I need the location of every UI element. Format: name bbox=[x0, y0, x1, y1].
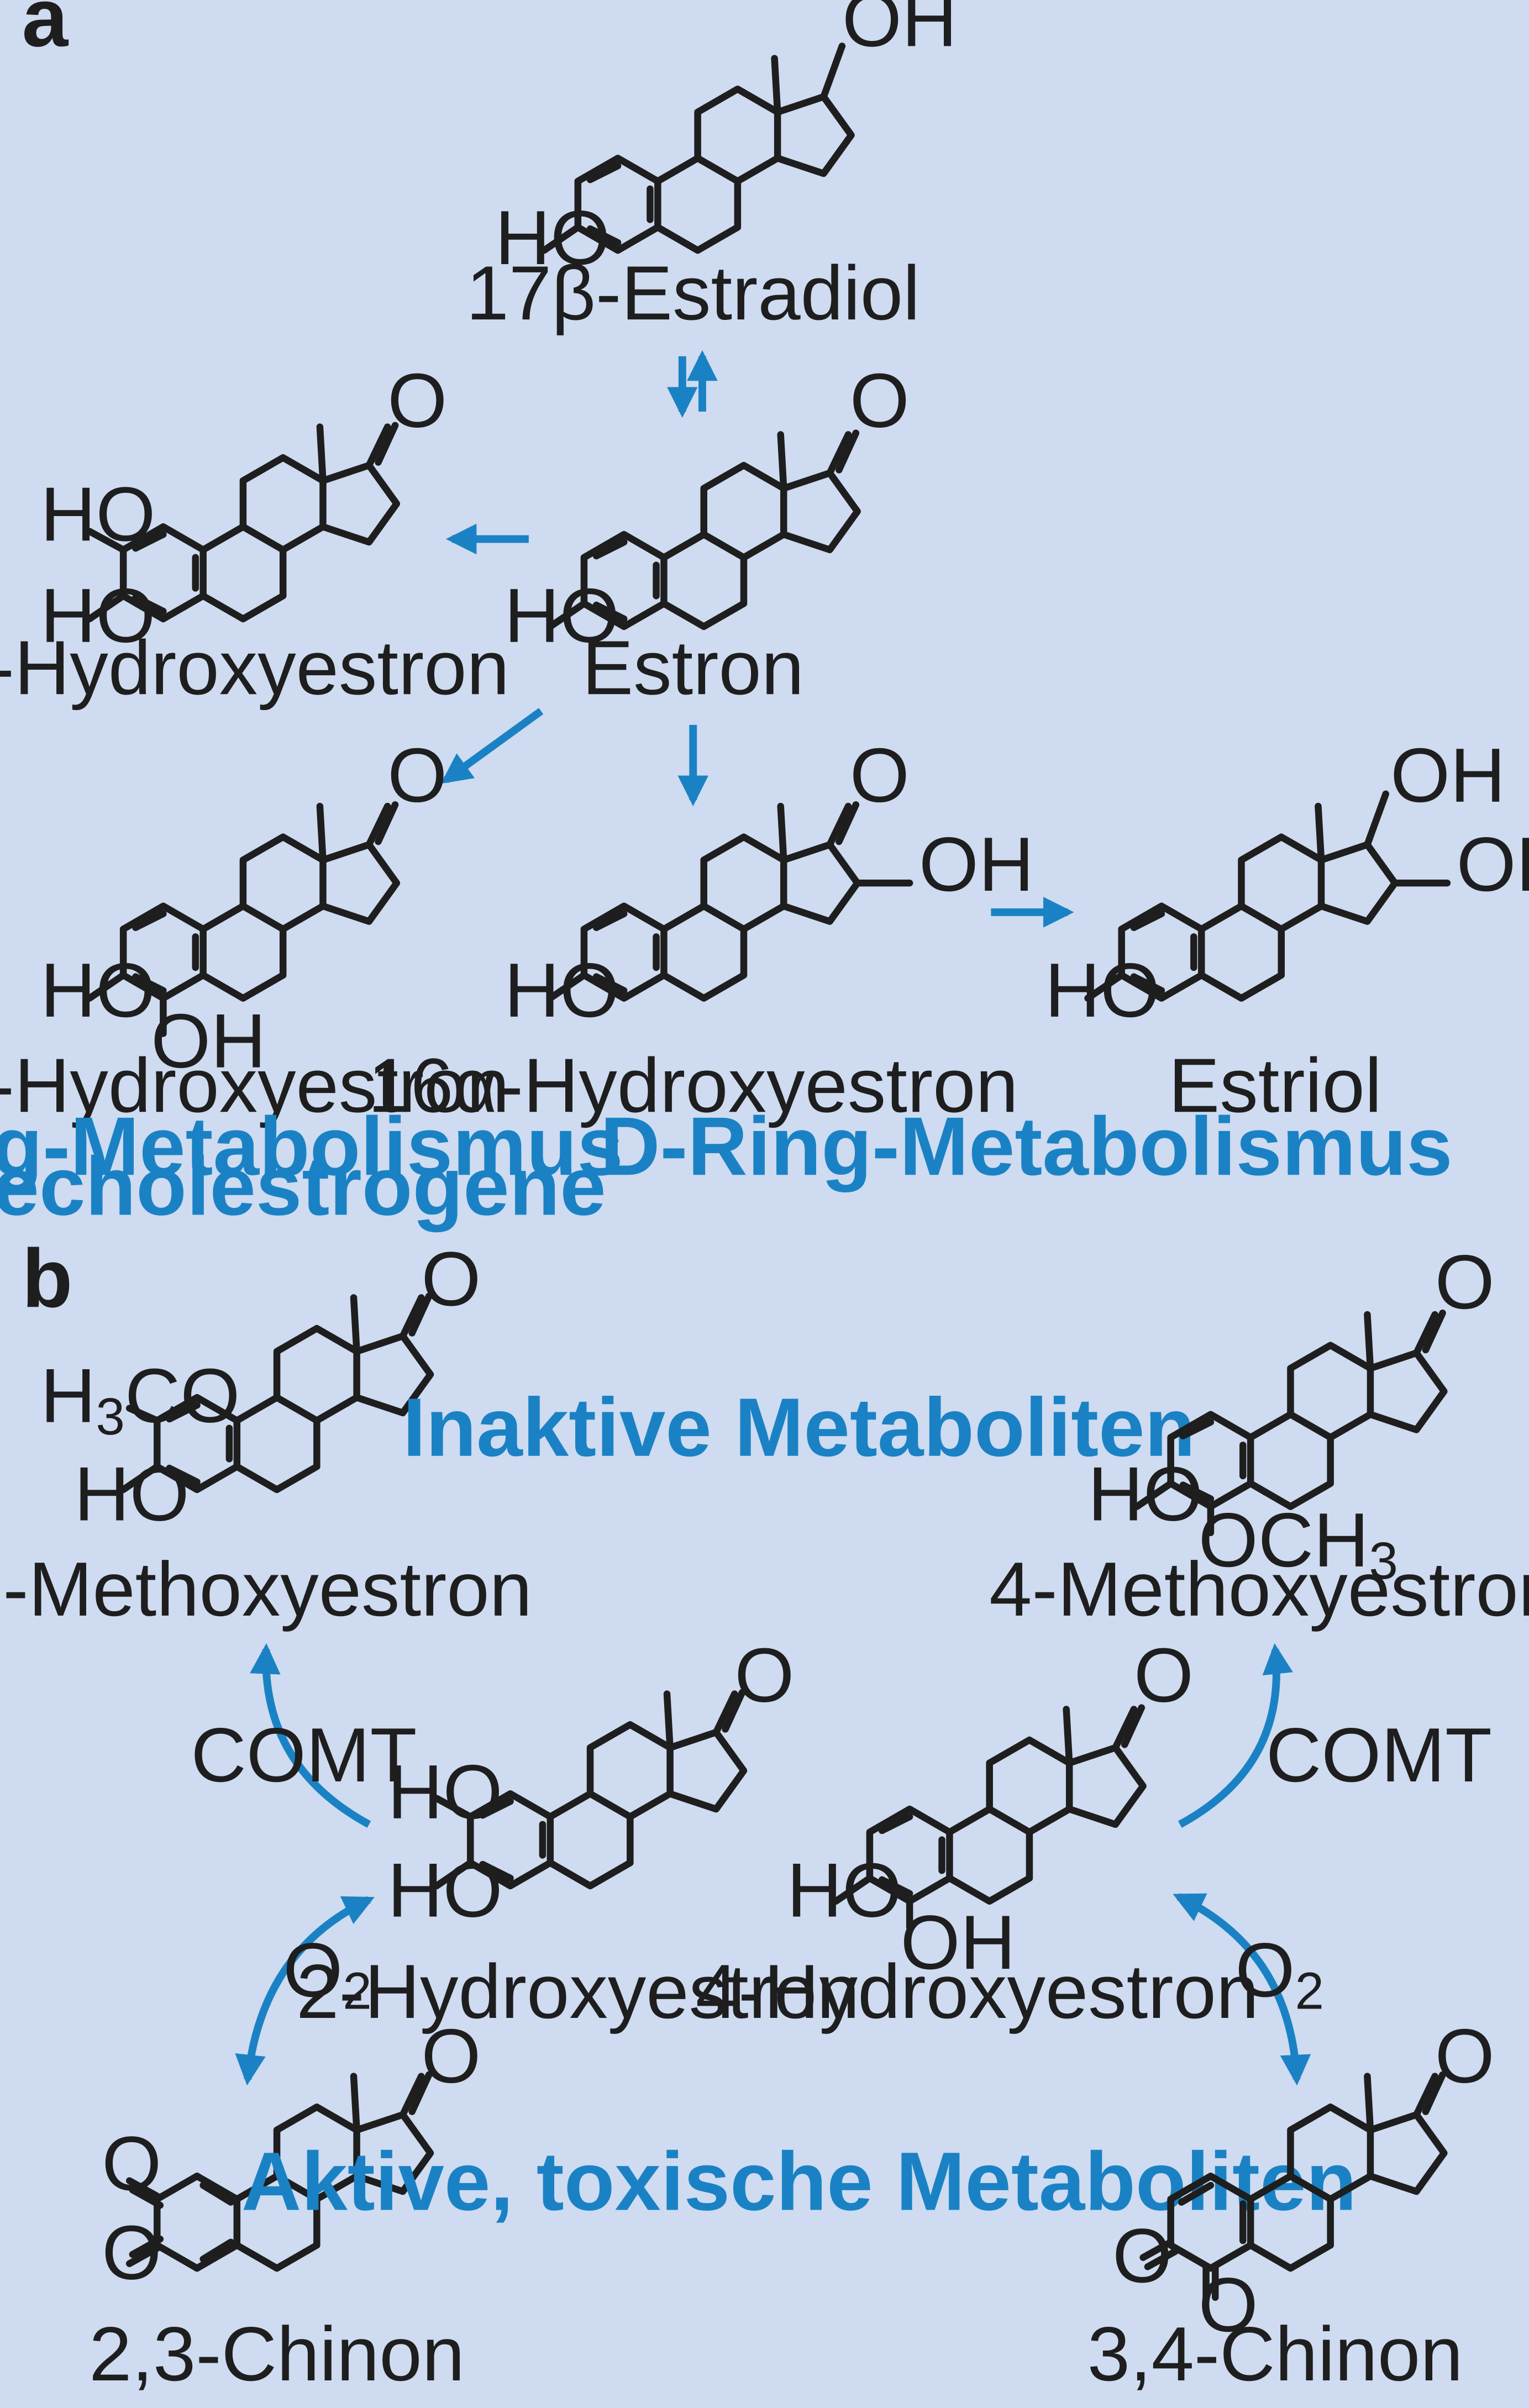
hydroxy4-a-oh: OH bbox=[151, 998, 266, 1084]
chinon23-o-top: O bbox=[102, 2121, 161, 2206]
hydroxy16-label: 16α-Hydroxyestron bbox=[368, 1043, 1018, 1128]
hydroxy4-b-oh: OH bbox=[900, 1900, 1015, 1985]
estron-structure bbox=[547, 429, 858, 630]
hydroxy16-oh: OH bbox=[919, 822, 1034, 907]
comt-left-label: COMT bbox=[191, 1712, 417, 1798]
d-ring-title: D-Ring-Metabolismus bbox=[600, 1100, 1452, 1192]
hydroxy2-b-ho-bottom: HO bbox=[387, 1848, 502, 1933]
hydroxy2-b-o: O bbox=[734, 1633, 794, 1718]
o2-arrow-left bbox=[235, 1896, 375, 2086]
estriol-oh-17: OH bbox=[1390, 733, 1505, 818]
hydroxy2-a-o: O bbox=[387, 358, 447, 444]
hydroxy2-a-ho-bottom: HO bbox=[40, 573, 155, 659]
hydroxy16-structure bbox=[547, 801, 913, 1002]
estriol-oh-16: OH bbox=[1457, 822, 1529, 907]
estradiol-structure bbox=[540, 43, 852, 254]
methoxy4-sub3: 3 bbox=[1369, 1532, 1398, 1590]
chinon23-o-17: O bbox=[421, 2013, 481, 2099]
comt-arrow-left bbox=[250, 1643, 371, 1828]
a-ring-title-line1: A-Ring-Metabolismus bbox=[0, 1100, 623, 1192]
panel-a-label: a bbox=[22, 0, 69, 64]
comt-right-label: COMT bbox=[1266, 1712, 1492, 1798]
hydroxy2-b-label: 2-Hydroxyestron bbox=[296, 1949, 859, 2034]
hydroxy4-a-ho: HO bbox=[40, 948, 155, 1033]
methoxy2-label: 2-Methoxyestron bbox=[0, 1547, 532, 1632]
inactive-title: Inaktive Metaboliten bbox=[403, 1381, 1195, 1474]
estradiol-ho: HO bbox=[495, 195, 610, 281]
hydroxy2-b-ho-top: HO bbox=[387, 1749, 502, 1835]
o2-right-o: O bbox=[1235, 1927, 1295, 2013]
methoxy2-structure bbox=[119, 1292, 430, 1494]
o2-left-label: O2 bbox=[283, 1927, 372, 2020]
panel-b-label: b bbox=[22, 1232, 73, 1324]
estron-ho: HO bbox=[504, 573, 619, 659]
hydroxy2-a-ho-top: HO bbox=[40, 471, 155, 557]
estradiol-oh: OH bbox=[842, 0, 957, 62]
hydroxy4-b-structure bbox=[832, 1704, 1143, 1931]
hydroxy4-b-o: O bbox=[1134, 1633, 1194, 1718]
hydroxy16-o: O bbox=[850, 733, 910, 818]
methoxy2-h: H bbox=[40, 1353, 96, 1439]
chinon34-o-3: O bbox=[1112, 2213, 1172, 2299]
estriol-ho: HO bbox=[1045, 948, 1160, 1033]
chinon34-label: 3,4-Chinon bbox=[1087, 2311, 1463, 2397]
hydroxy2-a-label: 2-Hydroxyestron bbox=[0, 625, 509, 711]
hydroxy4-a-label: 4-Hydroxyestron bbox=[0, 1043, 509, 1128]
chinon34-structure bbox=[1139, 2071, 1448, 2301]
hydroxy4-a-o: O bbox=[387, 733, 447, 818]
arrow-estron-to-4oh bbox=[440, 708, 544, 784]
comt-arrow-right bbox=[1178, 1643, 1293, 1828]
chinon34-o-17: O bbox=[1435, 2013, 1495, 2099]
methoxy4-o: O bbox=[1435, 1239, 1495, 1325]
estriol-label: Estriol bbox=[1169, 1043, 1382, 1128]
methoxy4-structure bbox=[1133, 1310, 1444, 1537]
hydroxy4-b-label: 4-Hydroxyestron bbox=[696, 1949, 1259, 2034]
estradiol-label: 17β-Estradiol bbox=[466, 250, 920, 336]
methoxy4-ho: HO bbox=[1088, 1452, 1203, 1537]
chinon23-label: 2,3-Chinon bbox=[89, 2311, 465, 2397]
active-title: Aktive, toxische Metaboliten bbox=[241, 2134, 1357, 2227]
o2-left-sub2: 2 bbox=[343, 1962, 372, 2020]
o2-right-label: O2 bbox=[1235, 1927, 1324, 2020]
hydroxy2-a-structure bbox=[86, 422, 397, 619]
methoxy2-h3co: H3CO bbox=[40, 1353, 240, 1446]
estron-o: O bbox=[850, 358, 910, 444]
hydroxy2-b-structure bbox=[433, 1689, 744, 1890]
estron-label: Estron bbox=[582, 625, 804, 711]
o2-arrow-right bbox=[1173, 1893, 1311, 2086]
methoxy4-label: 4-Methoxyestron bbox=[989, 1547, 1529, 1632]
o2-left-o: O bbox=[283, 1927, 343, 2013]
methoxy2-co: CO bbox=[125, 1353, 240, 1439]
chinon23-o-bottom: O bbox=[102, 2210, 161, 2296]
hydroxy16-ho: HO bbox=[504, 948, 619, 1033]
chinon34-o-4: O bbox=[1199, 2262, 1258, 2348]
methoxy2-o: O bbox=[421, 1236, 481, 1322]
hydroxy4-a-structure bbox=[86, 801, 397, 1037]
chinon23-structure bbox=[125, 2071, 434, 2272]
a-ring-title-line2: = Catecholestrogene bbox=[0, 1139, 606, 1232]
estriol-structure bbox=[1084, 790, 1451, 1002]
hydroxy4-b-ho: HO bbox=[787, 1848, 902, 1933]
methoxy2-ho: HO bbox=[74, 1452, 189, 1537]
methoxy4-och3: OCH3 bbox=[1199, 1497, 1398, 1590]
methoxy4-och: OCH bbox=[1199, 1497, 1369, 1583]
o2-right-sub2: 2 bbox=[1295, 1962, 1324, 2020]
methoxy2-sub3: 3 bbox=[96, 1387, 125, 1446]
